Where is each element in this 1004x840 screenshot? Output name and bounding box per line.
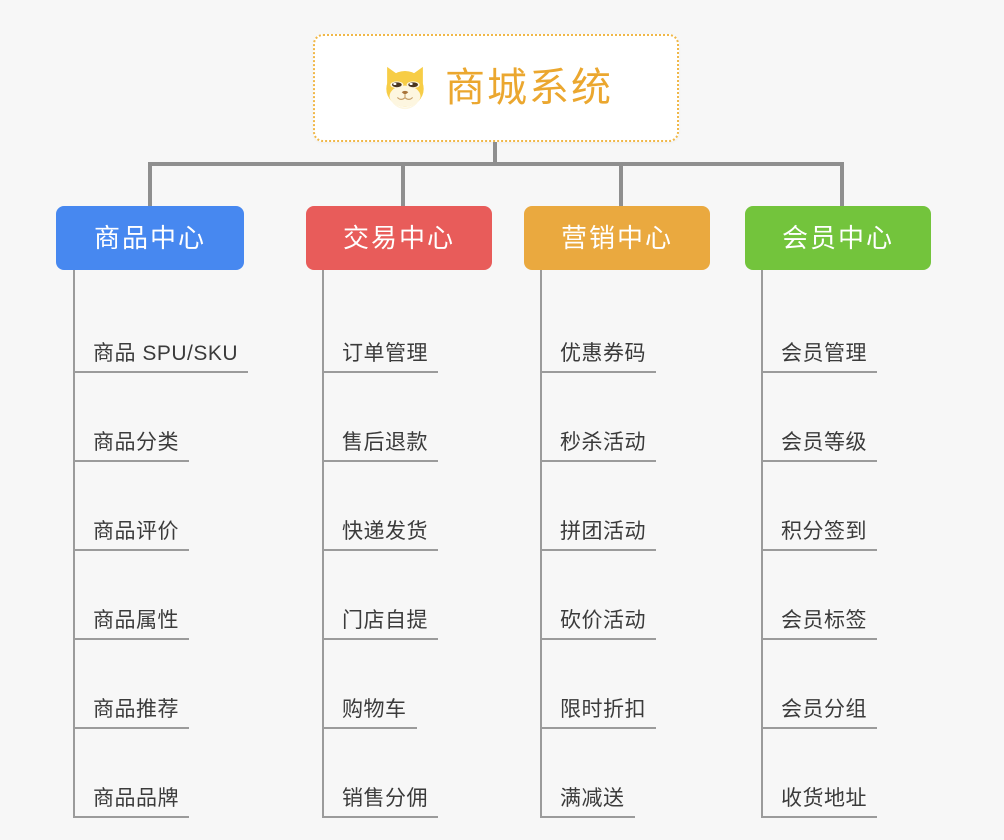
leaf-label: 收货地址 bbox=[763, 787, 877, 818]
leaf-label: 会员等级 bbox=[763, 431, 877, 462]
list-item[interactable]: 购物车 bbox=[324, 640, 521, 729]
leaf-label: 砍价活动 bbox=[542, 609, 656, 640]
list-item[interactable]: 门店自提 bbox=[324, 551, 521, 640]
leaf-label: 门店自提 bbox=[324, 609, 438, 640]
root-title: 商城系统 bbox=[445, 66, 613, 110]
leaf-label: 会员管理 bbox=[763, 342, 877, 373]
list-item[interactable]: 商品推荐 bbox=[75, 640, 286, 729]
list-item[interactable]: 会员标签 bbox=[763, 551, 960, 640]
branch-trade-center: 交易中心 订单管理 售后退款 快递发货 门店自提 购物车 销售分佣 bbox=[306, 206, 521, 818]
leaf-label: 商品品牌 bbox=[75, 787, 189, 818]
leaf-label: 商品评价 bbox=[75, 520, 189, 551]
leaf-label: 拼团活动 bbox=[542, 520, 656, 551]
list-item[interactable]: 拼团活动 bbox=[542, 462, 739, 551]
leaf-list-trade-center: 订单管理 售后退款 快递发货 门店自提 购物车 销售分佣 bbox=[322, 270, 521, 818]
list-item[interactable]: 优惠券码 bbox=[542, 284, 739, 373]
list-item[interactable]: 积分签到 bbox=[763, 462, 960, 551]
branch-header-label: 会员中心 bbox=[781, 223, 894, 253]
leaf-label: 会员分组 bbox=[763, 698, 877, 729]
connector-drop-2 bbox=[401, 162, 405, 208]
leaf-label: 会员标签 bbox=[763, 609, 877, 640]
connector-drop-3 bbox=[619, 162, 623, 208]
list-item[interactable]: 售后退款 bbox=[324, 373, 521, 462]
leaf-label: 积分签到 bbox=[763, 520, 877, 551]
connector-drop-4 bbox=[840, 162, 844, 208]
leaf-label: 售后退款 bbox=[324, 431, 438, 462]
leaf-label: 快递发货 bbox=[324, 520, 438, 551]
connector-drop-1 bbox=[148, 162, 152, 208]
shiba-dog-icon bbox=[386, 66, 424, 110]
leaf-label: 销售分佣 bbox=[324, 787, 438, 818]
branch-header-marketing-center[interactable]: 营销中心 bbox=[524, 206, 710, 270]
leaf-list-member-center: 会员管理 会员等级 积分签到 会员标签 会员分组 收货地址 bbox=[761, 270, 960, 818]
leaf-label: 秒杀活动 bbox=[542, 431, 656, 462]
list-item[interactable]: 会员分组 bbox=[763, 640, 960, 729]
branch-header-label: 营销中心 bbox=[560, 223, 673, 253]
branch-header-label: 交易中心 bbox=[342, 223, 455, 253]
list-item[interactable]: 商品属性 bbox=[75, 551, 286, 640]
list-item[interactable]: 商品品牌 bbox=[75, 729, 286, 818]
list-item[interactable]: 满减送 bbox=[542, 729, 739, 818]
branch-marketing-center: 营销中心 优惠券码 秒杀活动 拼团活动 砍价活动 限时折扣 满减送 bbox=[524, 206, 739, 818]
list-item[interactable]: 订单管理 bbox=[324, 284, 521, 373]
leaf-label: 优惠券码 bbox=[542, 342, 656, 373]
branch-header-trade-center[interactable]: 交易中心 bbox=[306, 206, 492, 270]
branch-member-center: 会员中心 会员管理 会员等级 积分签到 会员标签 会员分组 收货地址 bbox=[745, 206, 960, 818]
leaf-label: 限时折扣 bbox=[542, 698, 656, 729]
leaf-label: 商品推荐 bbox=[75, 698, 189, 729]
list-item[interactable]: 快递发货 bbox=[324, 462, 521, 551]
list-item[interactable]: 商品 SPU/SKU bbox=[75, 284, 286, 373]
leaf-label: 订单管理 bbox=[324, 342, 438, 373]
connector-horizontal-rail bbox=[148, 162, 844, 166]
connector-root-stem bbox=[493, 142, 497, 164]
list-item[interactable]: 限时折扣 bbox=[542, 640, 739, 729]
list-item[interactable]: 商品评价 bbox=[75, 462, 286, 551]
leaf-list-product-center: 商品 SPU/SKU 商品分类 商品评价 商品属性 商品推荐 商品品牌 bbox=[73, 270, 286, 818]
branch-header-label: 商品中心 bbox=[93, 223, 206, 253]
list-item[interactable]: 商品分类 bbox=[75, 373, 286, 462]
branch-header-product-center[interactable]: 商品中心 bbox=[56, 206, 244, 270]
leaf-list-marketing-center: 优惠券码 秒杀活动 拼团活动 砍价活动 限时折扣 满减送 bbox=[540, 270, 739, 818]
branch-header-member-center[interactable]: 会员中心 bbox=[745, 206, 931, 270]
leaf-label: 商品 SPU/SKU bbox=[75, 342, 249, 373]
root-node[interactable]: 商城系统 bbox=[313, 34, 679, 142]
leaf-label: 满减送 bbox=[542, 787, 635, 818]
list-item[interactable]: 销售分佣 bbox=[324, 729, 521, 818]
list-item[interactable]: 会员等级 bbox=[763, 373, 960, 462]
branch-product-center: 商品中心 商品 SPU/SKU 商品分类 商品评价 商品属性 商品推荐 商品品牌 bbox=[56, 206, 286, 818]
list-item[interactable]: 砍价活动 bbox=[542, 551, 739, 640]
list-item[interactable]: 会员管理 bbox=[763, 284, 960, 373]
leaf-label: 购物车 bbox=[324, 698, 417, 729]
list-item[interactable]: 秒杀活动 bbox=[542, 373, 739, 462]
leaf-label: 商品属性 bbox=[75, 609, 189, 640]
leaf-label: 商品分类 bbox=[75, 431, 189, 462]
list-item[interactable]: 收货地址 bbox=[763, 729, 960, 818]
